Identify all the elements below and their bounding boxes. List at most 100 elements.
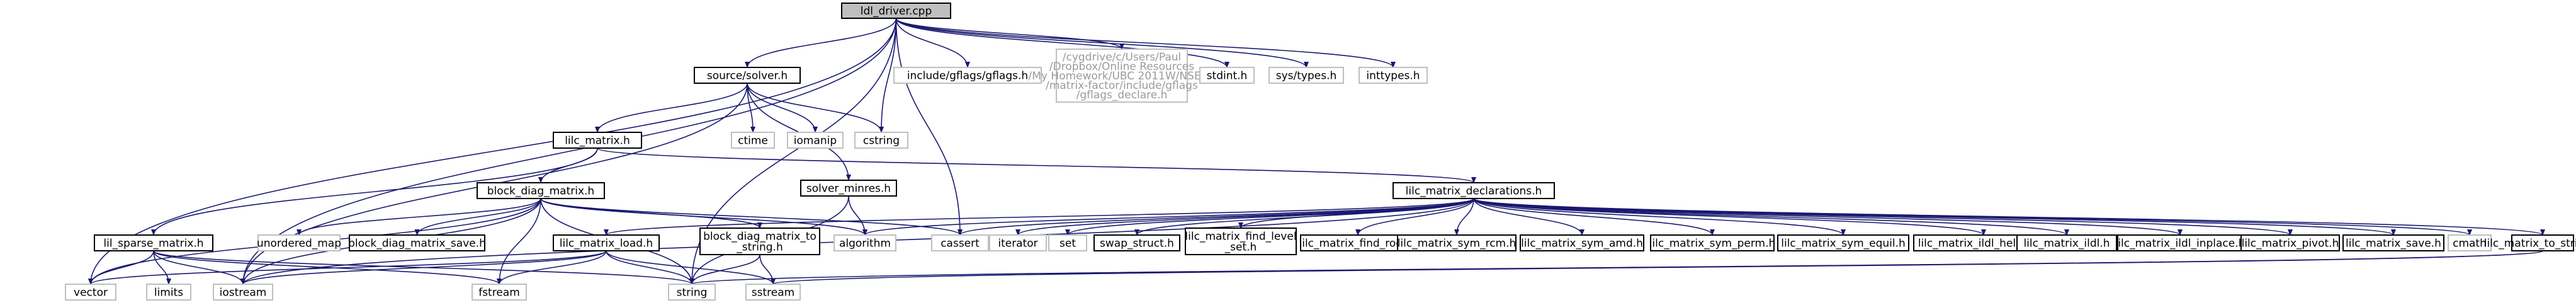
node-label: iterator [998, 238, 1037, 250]
node-lilcmatrix[interactable]: lilc_matrix.h [553, 132, 642, 149]
node-label: /cygdrive/c/Users/Paul [1063, 51, 1182, 64]
node-vector: vector [65, 284, 116, 301]
node-label: lilc_matrix_save.h [2346, 238, 2441, 250]
edge-decls-to-ildlhelpers [1473, 198, 1986, 236]
node-box [2117, 234, 2243, 251]
node-label: string [677, 287, 708, 299]
node-box [694, 67, 801, 84]
node-label: cassert [941, 238, 980, 250]
edge-root-to-stdint [895, 18, 1229, 68]
node-label: lilc_matrix_load.h [560, 238, 653, 250]
node-inttypes: inttypes.h [1359, 67, 1428, 84]
node-box [1397, 234, 1517, 251]
node-label: lilc_matrix_find_level [1185, 231, 1296, 243]
edge-root-to-vector [88, 18, 897, 285]
node-box [1093, 234, 1180, 251]
node-box [146, 284, 191, 301]
node-label: lilc_matrix_to_string.h [2484, 238, 2576, 250]
edge-decls-to-lsave [1473, 198, 2396, 236]
node-blockdiag[interactable]: block_diag_matrix.h [477, 182, 605, 199]
edge-decls-to-symrcm [1454, 198, 1474, 236]
node-root[interactable]: ldl_driver.cpp [841, 3, 951, 19]
node-label: sys/types.h [1276, 70, 1337, 83]
edge-load-to-fstream [497, 250, 607, 285]
edge-root-to-inttypes [895, 18, 1396, 68]
node-iterator: iterator [989, 234, 1047, 251]
node-label: source/solver.h [707, 70, 788, 83]
node-box [1393, 182, 1555, 199]
node-box [2240, 234, 2340, 251]
node-cmath: cmath [2448, 234, 2492, 251]
node-box [65, 284, 116, 301]
node-label: /Dropbox/Online Resources [1049, 60, 1194, 73]
node-box [349, 234, 485, 251]
node-box [2511, 234, 2574, 251]
node-bdtostring[interactable]: block_diag_matrix_to_string.h [699, 227, 820, 255]
node-label: swap_struct.h [1100, 238, 1174, 250]
node-label: /My Homework/UBC 2011W/NSERC [1029, 70, 1216, 83]
edge-solver-to-iomanip [747, 83, 818, 133]
node-lilsparse[interactable]: lil_sparse_matrix.h [94, 234, 213, 251]
node-label: lilc_matrix_ildl.h [2023, 238, 2110, 250]
node-symequil[interactable]: lilc_matrix_sym_equil.h [1777, 234, 1909, 251]
node-iostream: iostream [213, 284, 273, 301]
node-label: lilc_matrix_ildl_inplace.h [2115, 238, 2246, 250]
node-label: algorithm [839, 238, 891, 250]
node-bdsave[interactable]: block_diag_matrix_save.h [348, 234, 486, 251]
edge-bdtostring-to-sstream [759, 254, 776, 285]
node-box [1185, 227, 1297, 255]
edge-decls-to-symamd [1473, 198, 1585, 236]
node-swapstruct[interactable]: swap_struct.h [1093, 234, 1180, 251]
node-box [668, 284, 716, 301]
node-ildl[interactable]: lilc_matrix_ildl.h [2016, 234, 2117, 251]
node-label: ctime [738, 135, 768, 147]
edge-decls-to-findlevelset [1238, 198, 1474, 229]
edge-load-to-string [606, 250, 694, 285]
node-box [1650, 234, 1775, 251]
edge-decls-to-cmath [1473, 198, 2472, 236]
edge-root-to-gflags [895, 18, 970, 68]
node-box [854, 132, 908, 149]
node-solverminres[interactable]: solver_minres.h [800, 180, 897, 197]
edge-load-to-vector [88, 250, 607, 285]
edge-decls-to-algorithm [862, 198, 1474, 236]
node-findlevelset[interactable]: lilc_matrix_find_level_set.h [1185, 227, 1297, 255]
node-pivot[interactable]: lilc_matrix_pivot.h [2240, 234, 2340, 251]
node-box [1359, 67, 1428, 84]
node-label: lilc_matrix_sym_amd.h [1521, 238, 1643, 250]
node-box [213, 284, 273, 301]
edge-lilsparse-to-vector [88, 250, 154, 285]
node-box [553, 132, 642, 149]
node-systypes: sys/types.h [1268, 67, 1344, 84]
node-box [1268, 67, 1344, 84]
edge-decls-to-symperm [1473, 198, 1715, 236]
node-solver[interactable]: source/solver.h [694, 67, 801, 84]
node-decls[interactable]: lilc_matrix_declarations.h [1393, 182, 1555, 199]
node-symamd[interactable]: lilc_matrix_sym_amd.h [1520, 234, 1644, 251]
node-findroot[interactable]: lilc_matrix_find_root.h [1299, 234, 1417, 251]
node-symrcm[interactable]: lilc_matrix_sym_rcm.h [1397, 234, 1517, 251]
edge-root-to-systypes [895, 18, 1309, 68]
node-box [787, 132, 844, 149]
edge-root-to-cassert [895, 18, 963, 236]
node-label: cstring [863, 135, 900, 147]
node-algorithm: algorithm [833, 234, 896, 251]
node-box [841, 3, 951, 19]
node-ltostring[interactable]: lilc_matrix_to_string.h [2484, 234, 2576, 251]
edge-solver-to-cstring [747, 83, 884, 133]
node-load[interactable]: lilc_matrix_load.h [553, 234, 660, 251]
node-lsave[interactable]: lilc_matrix_save.h [2342, 234, 2444, 251]
edge-blockdiag-to-algorithm [540, 198, 867, 236]
edge-ltostring-to-sstream [771, 250, 2543, 285]
edge-decls-to-findroot [1355, 198, 1474, 236]
node-box [553, 234, 660, 251]
node-box [2448, 234, 2492, 251]
edge-lilcmatrix-to-lilsparse [151, 147, 598, 236]
node-symperm[interactable]: lilc_matrix_sym_perm.h [1649, 234, 1776, 251]
edge-lilsparse-to-iostream [153, 250, 246, 285]
edge-root-to-cstring [879, 18, 897, 133]
node-label: lilc_matrix_sym_rcm.h [1398, 238, 1517, 250]
node-ildlinplace[interactable]: lilc_matrix_ildl_inplace.h [2115, 234, 2246, 251]
